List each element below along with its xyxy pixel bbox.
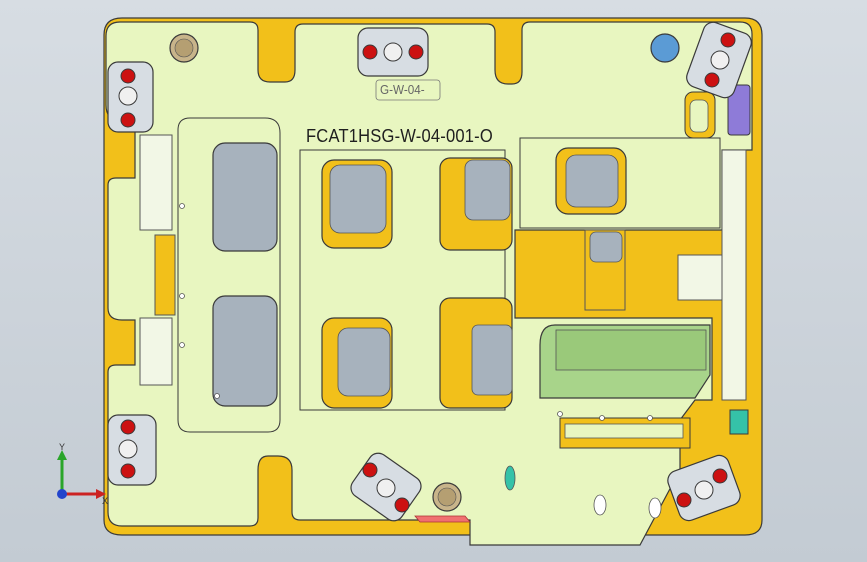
hex-bolt-icon[interactable]: [120, 463, 136, 479]
hex-bolt-icon[interactable]: [383, 42, 403, 62]
hole-6: [599, 415, 605, 421]
slot-hole-2: [648, 497, 662, 519]
right-mid-grey: [589, 231, 623, 263]
pocket-upper-left: [212, 142, 278, 252]
hex-bolt-icon[interactable]: [118, 439, 138, 459]
hex-bolt-icon[interactable]: [394, 497, 410, 513]
small-slot-right-inner: [689, 99, 709, 133]
clamp-bottom-center[interactable]: [347, 449, 425, 524]
left-wedge-top: [139, 134, 173, 231]
locating-pin-icon[interactable]: [437, 487, 457, 507]
pocket-upper-center-inner: [329, 164, 387, 234]
hole-4: [214, 393, 220, 399]
hole-1: [179, 203, 185, 209]
axis-y-label: Y: [59, 442, 65, 452]
hole-7: [647, 415, 653, 421]
left-wedge-bottom: [139, 317, 173, 386]
pocket-lower-left: [212, 295, 278, 407]
hex-bolt-icon[interactable]: [362, 44, 378, 60]
slot-hole-3: [504, 465, 516, 491]
axis-x-label: X: [102, 496, 108, 506]
hex-bolt-icon[interactable]: [704, 72, 720, 88]
hex-bolt-icon[interactable]: [694, 480, 714, 500]
hole-3: [179, 342, 185, 348]
clamp-top-left[interactable]: [107, 61, 154, 133]
hex-bolt-icon[interactable]: [712, 468, 728, 484]
bottom-rail-inner: [564, 423, 684, 439]
hex-bolt-icon[interactable]: [118, 86, 138, 106]
sub-label-plate: [375, 79, 441, 101]
right-edge-strip: [721, 149, 747, 401]
hole-2: [179, 293, 185, 299]
sub-part-label: G-W-04-: [380, 82, 425, 97]
left-yellow-strip: [154, 234, 176, 316]
pocket-upper-right-inner: [464, 159, 511, 221]
hole-5: [557, 411, 563, 417]
clamp-bottom-left[interactable]: [107, 414, 157, 486]
cyan-block: [729, 409, 749, 435]
clamp-bottom-right[interactable]: [665, 453, 743, 524]
hex-bolt-icon[interactable]: [408, 44, 424, 60]
hex-bolt-icon[interactable]: [120, 419, 136, 435]
pocket-lower-right-inner: [471, 324, 513, 396]
pocket-right-top-inner: [565, 154, 619, 208]
clamp-top-center[interactable]: [357, 27, 429, 77]
part-label: FCAT1HSG-W-04-001-O: [306, 126, 493, 146]
hex-bolt-icon[interactable]: [710, 50, 730, 70]
purple-block: [727, 84, 751, 136]
locating-pin-icon[interactable]: [174, 38, 194, 58]
hex-bolt-icon[interactable]: [120, 112, 136, 128]
locating-pin-icon[interactable]: [650, 33, 680, 63]
clamp-top-right[interactable]: [684, 19, 754, 100]
hex-bolt-icon[interactable]: [676, 492, 692, 508]
hex-bolt-icon[interactable]: [120, 68, 136, 84]
hex-bolt-icon[interactable]: [362, 462, 378, 478]
slot-hole-1: [593, 494, 607, 516]
red-strip: [414, 515, 471, 523]
hex-bolt-icon[interactable]: [720, 32, 736, 48]
hex-bolt-icon[interactable]: [376, 478, 396, 498]
pocket-lower-center-inner: [337, 327, 391, 397]
axis-triad-icon: Y X: [57, 442, 108, 506]
green-block-top: [555, 329, 707, 371]
